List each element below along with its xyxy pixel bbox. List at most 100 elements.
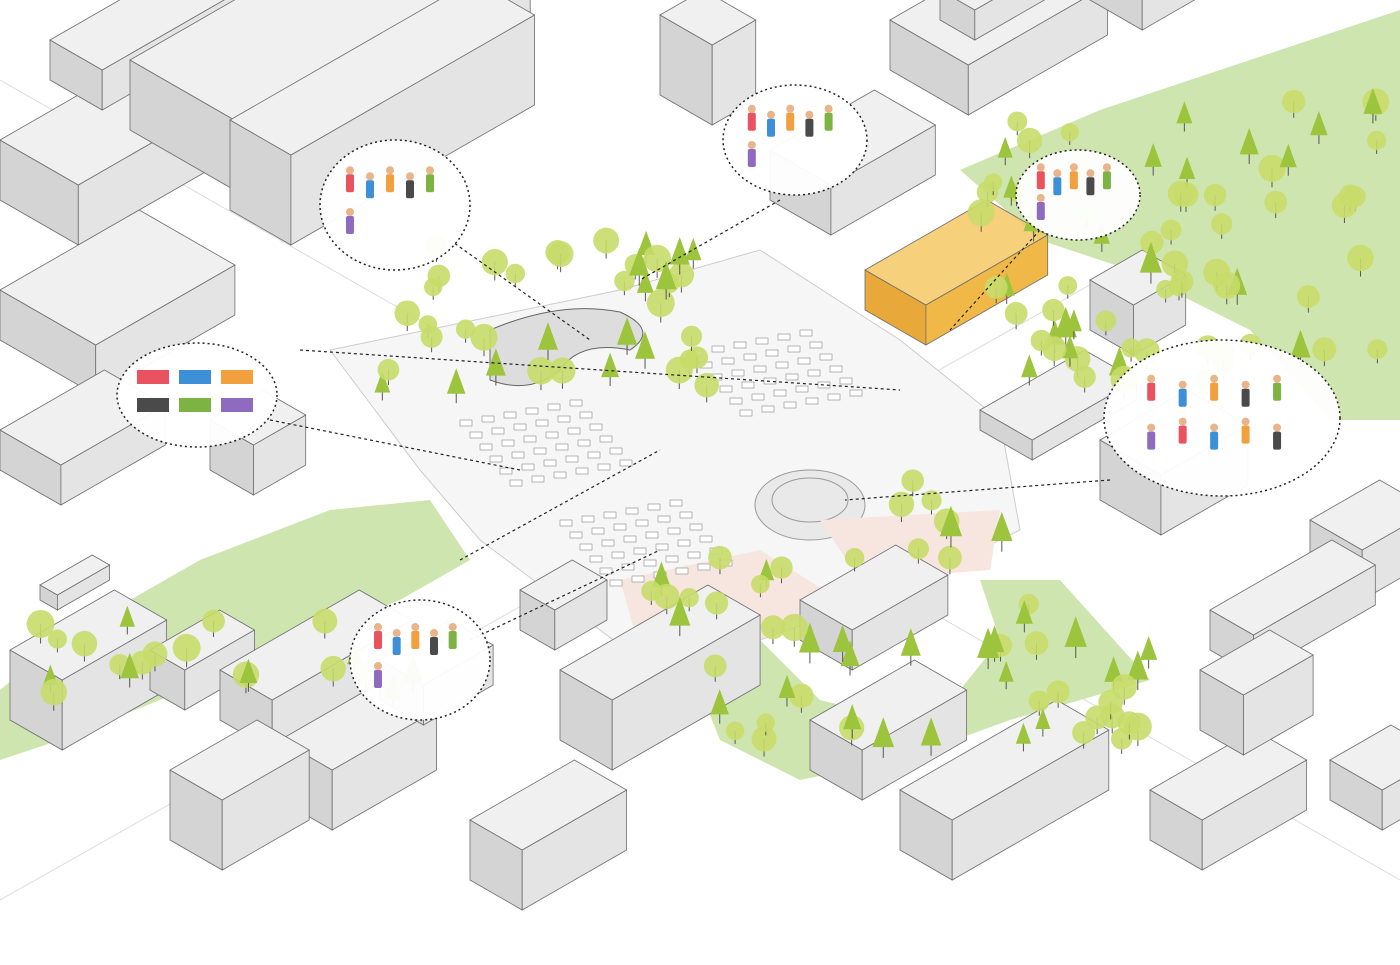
person-body (392, 637, 401, 655)
market-stall (555, 443, 569, 451)
market-stall (731, 369, 745, 377)
tree-crown (758, 558, 775, 581)
tree (1211, 213, 1233, 239)
tree (710, 689, 729, 724)
tree-crown (1041, 336, 1067, 362)
tree (71, 630, 98, 662)
tree (593, 227, 620, 259)
tree (635, 331, 656, 369)
tree (1239, 128, 1259, 165)
building-roof (169, 719, 311, 801)
tree (843, 704, 862, 739)
tree-crown (1073, 365, 1096, 389)
building-roof (129, 0, 445, 121)
market-stall (765, 349, 779, 357)
tree (636, 269, 654, 302)
tree-crown (1347, 244, 1374, 272)
person-head (1036, 194, 1045, 202)
person-body (1086, 177, 1095, 196)
person-head (411, 623, 420, 631)
tree (900, 628, 921, 666)
person-head (1210, 423, 1219, 432)
person-head (1273, 423, 1282, 432)
bubble-outline (319, 139, 471, 271)
market-stall (603, 511, 617, 519)
tree (1170, 270, 1194, 298)
tree-crown (770, 556, 793, 579)
person-head (386, 166, 394, 175)
tree-crown (778, 674, 796, 698)
tree-crown (374, 370, 391, 393)
market-stall (755, 337, 769, 345)
tree-crown (679, 588, 699, 608)
person-body (1147, 382, 1156, 401)
person-body (426, 174, 434, 193)
tree (617, 317, 638, 355)
tree-crown (1176, 101, 1193, 124)
person-body (366, 180, 374, 199)
person-head (374, 623, 382, 631)
tree-crown (1015, 600, 1033, 624)
market-stall (513, 423, 527, 431)
tree (1160, 219, 1182, 245)
tree-crown (1160, 219, 1182, 241)
tree-crown (685, 346, 709, 369)
tree (1121, 338, 1141, 362)
tree-crown (756, 713, 775, 732)
market-stall (753, 365, 767, 373)
tree-crown (1264, 190, 1288, 214)
tree (120, 652, 139, 688)
tree (888, 491, 915, 523)
person-body (1069, 171, 1078, 190)
building-roof (1149, 729, 1308, 821)
tree-crown (470, 323, 498, 351)
tree-crown (1127, 650, 1149, 680)
tree-crown (1016, 127, 1043, 154)
building (0, 209, 236, 396)
tree (1347, 244, 1374, 277)
person-body (1036, 171, 1045, 190)
tree-crown (1170, 270, 1194, 294)
market-stall (775, 361, 789, 369)
tree-crown (1042, 298, 1065, 322)
tree-crown (705, 591, 729, 615)
tree (977, 627, 1000, 670)
tree (1024, 631, 1049, 660)
tree-crown (312, 608, 338, 634)
tree (1367, 130, 1387, 154)
tree (202, 609, 225, 638)
leader-line (459, 449, 661, 561)
tree (705, 591, 729, 620)
tree-crown (780, 613, 808, 642)
tree (1085, 705, 1110, 734)
market-stall (569, 531, 583, 539)
market-stall (655, 543, 669, 551)
stall-shape (179, 370, 211, 384)
market-stall (459, 419, 473, 427)
tree-crown (665, 356, 693, 384)
tree (1016, 127, 1043, 159)
tree-crown (967, 199, 995, 227)
market-stall (579, 411, 593, 419)
building-roof (659, 0, 757, 46)
tree-crown (1239, 128, 1259, 155)
tree-crown (843, 704, 862, 730)
tree-crown (1279, 143, 1297, 168)
tree-crown (635, 331, 656, 359)
tree-crown (984, 173, 1003, 192)
market-stall (547, 403, 561, 411)
market-stall (741, 381, 755, 389)
market-stall (499, 467, 513, 475)
tree (614, 270, 635, 296)
tree (1312, 337, 1337, 367)
tree-crown (538, 322, 558, 350)
tree (485, 348, 506, 386)
market-stall (647, 503, 661, 511)
leader-line (299, 349, 901, 391)
tree-crown (130, 650, 155, 675)
building-roof (1329, 724, 1400, 791)
callout-leaders (269, 199, 1111, 641)
tree (1065, 309, 1082, 340)
tree (1003, 175, 1020, 206)
person-head (448, 623, 457, 631)
